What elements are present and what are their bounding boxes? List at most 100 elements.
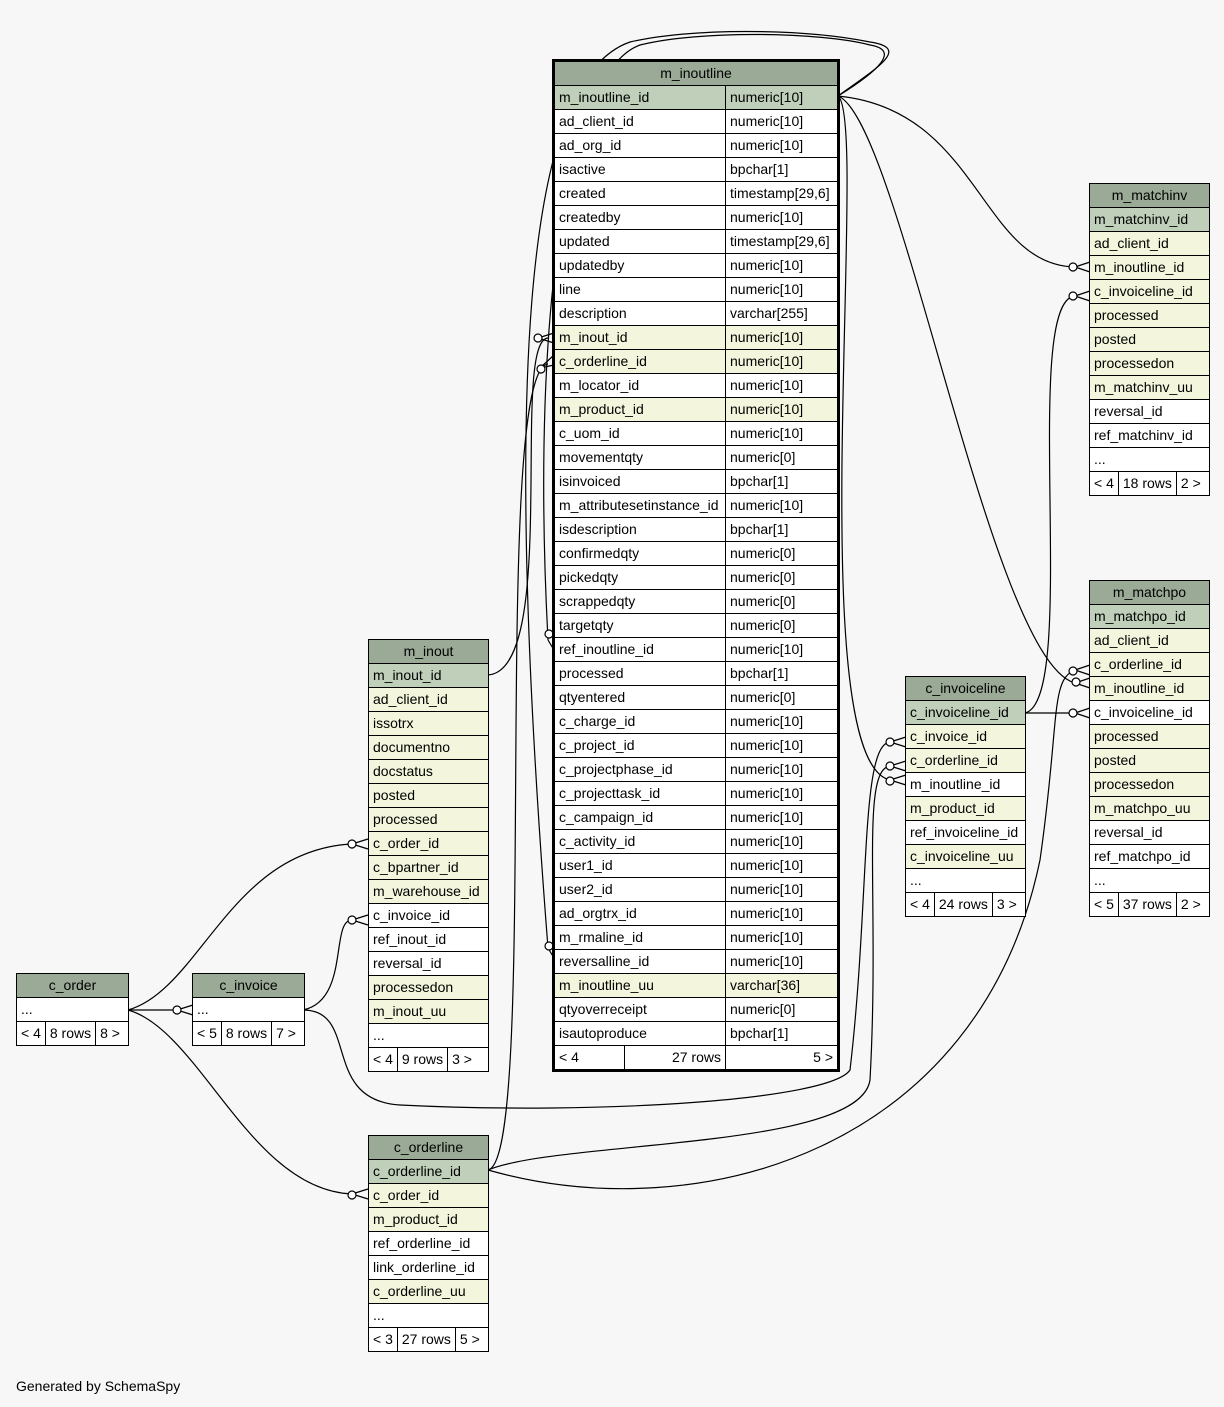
table-title[interactable]: m_inoutline (555, 62, 837, 86)
column-row[interactable]: ref_matchinv_id (1090, 424, 1209, 448)
column-row[interactable]: posted (1090, 749, 1209, 773)
table-title[interactable]: c_invoiceline (906, 677, 1025, 701)
prev-link[interactable]: < 4 (1090, 472, 1119, 495)
table-c-order[interactable]: c_order ... < 4 8 rows 8 > (16, 973, 129, 1046)
prev-link[interactable]: < 3 (369, 1328, 398, 1351)
next-link[interactable]: 2 > (1180, 475, 1201, 491)
column-row[interactable]: c_order_id (369, 832, 488, 856)
column-row[interactable]: posted (369, 784, 488, 808)
table-title[interactable]: c_orderline (369, 1136, 488, 1160)
table-c-invoice[interactable]: c_invoice ... < 5 8 rows 7 > (192, 973, 305, 1046)
next-link[interactable]: 3 > (996, 896, 1017, 912)
column-row[interactable]: m_matchinv_uu (1090, 376, 1209, 400)
column-row[interactable]: m_matchpo_uu (1090, 797, 1209, 821)
column-row[interactable]: posted (1090, 328, 1209, 352)
column-row[interactable]: documentno (369, 736, 488, 760)
column-row[interactable]: m_inoutline_id (906, 773, 1025, 797)
table-title[interactable]: c_invoice (193, 974, 304, 998)
next-link[interactable]: 3 > (452, 1051, 472, 1067)
next-link[interactable]: 2 > (1180, 896, 1201, 912)
next-link[interactable]: 7 > (276, 1025, 296, 1041)
column-row[interactable]: m_product_id (906, 797, 1025, 821)
next-link[interactable]: 8 > (100, 1025, 120, 1041)
next-link[interactable]: 5 > (459, 1331, 480, 1347)
table-title[interactable]: c_order (17, 974, 128, 998)
column-row[interactable]: m_matchpo_id (1090, 605, 1209, 629)
column-row[interactable]: c_invoiceline_id (1090, 280, 1209, 304)
column-row[interactable]: ... (193, 998, 304, 1022)
column-row[interactable]: c_orderline_uu (369, 1280, 488, 1304)
column-row[interactable]: c_invoice_id (906, 725, 1025, 749)
next-link[interactable]: 5 > (813, 1049, 833, 1065)
column-row[interactable]: processed (1090, 304, 1209, 328)
column-row[interactable]: m_warehouse_id (369, 880, 488, 904)
table-title[interactable]: m_inout (369, 640, 488, 664)
column-row[interactable]: ref_orderline_id (369, 1232, 488, 1256)
column-row[interactable]: m_matchinv_id (1090, 208, 1209, 232)
column-row[interactable]: m_inoutline_id (1090, 256, 1209, 280)
column-row[interactable]: m_inout_uu (369, 1000, 488, 1024)
column-row[interactable]: ... (369, 1024, 488, 1048)
column-row[interactable]: docstatus (369, 760, 488, 784)
prev-link[interactable]: < 4 (369, 1048, 398, 1071)
table-title[interactable]: m_matchpo (1090, 581, 1209, 605)
column-row[interactable]: ref_invoiceline_id (906, 821, 1025, 845)
prev-link[interactable]: < 4 (906, 893, 935, 916)
column-row[interactable]: c_order_id (369, 1184, 488, 1208)
prev-link[interactable]: < 5 (193, 1022, 222, 1045)
column-row[interactable]: ... (17, 998, 128, 1022)
column-row[interactable]: link_orderline_id (369, 1256, 488, 1280)
column-row[interactable]: processed (1090, 725, 1209, 749)
table-title[interactable]: m_matchinv (1090, 184, 1209, 208)
column-row[interactable]: ad_client_id (1090, 629, 1209, 653)
column-row[interactable]: c_invoiceline_id (906, 701, 1025, 725)
column-row[interactable]: c_invoice_id (369, 904, 488, 928)
prev-link[interactable]: < 4 (17, 1022, 46, 1045)
column-row[interactable]: issotrx (369, 712, 488, 736)
column-row[interactable]: ... (906, 869, 1025, 893)
column-row[interactable]: m_product_id (369, 1208, 488, 1232)
column-row[interactable]: c_invoiceline_id (1090, 701, 1209, 725)
prev-link[interactable]: < 4 (555, 1046, 625, 1069)
column-row[interactable]: processed (369, 808, 488, 832)
column-row[interactable]: c_invoiceline_uu (906, 845, 1025, 869)
column-row[interactable]: processedon (1090, 352, 1209, 376)
column-row[interactable]: reversal_id (1090, 821, 1209, 845)
column-row[interactable]: processedon (1090, 773, 1209, 797)
column-row[interactable]: processedon (369, 976, 488, 1000)
